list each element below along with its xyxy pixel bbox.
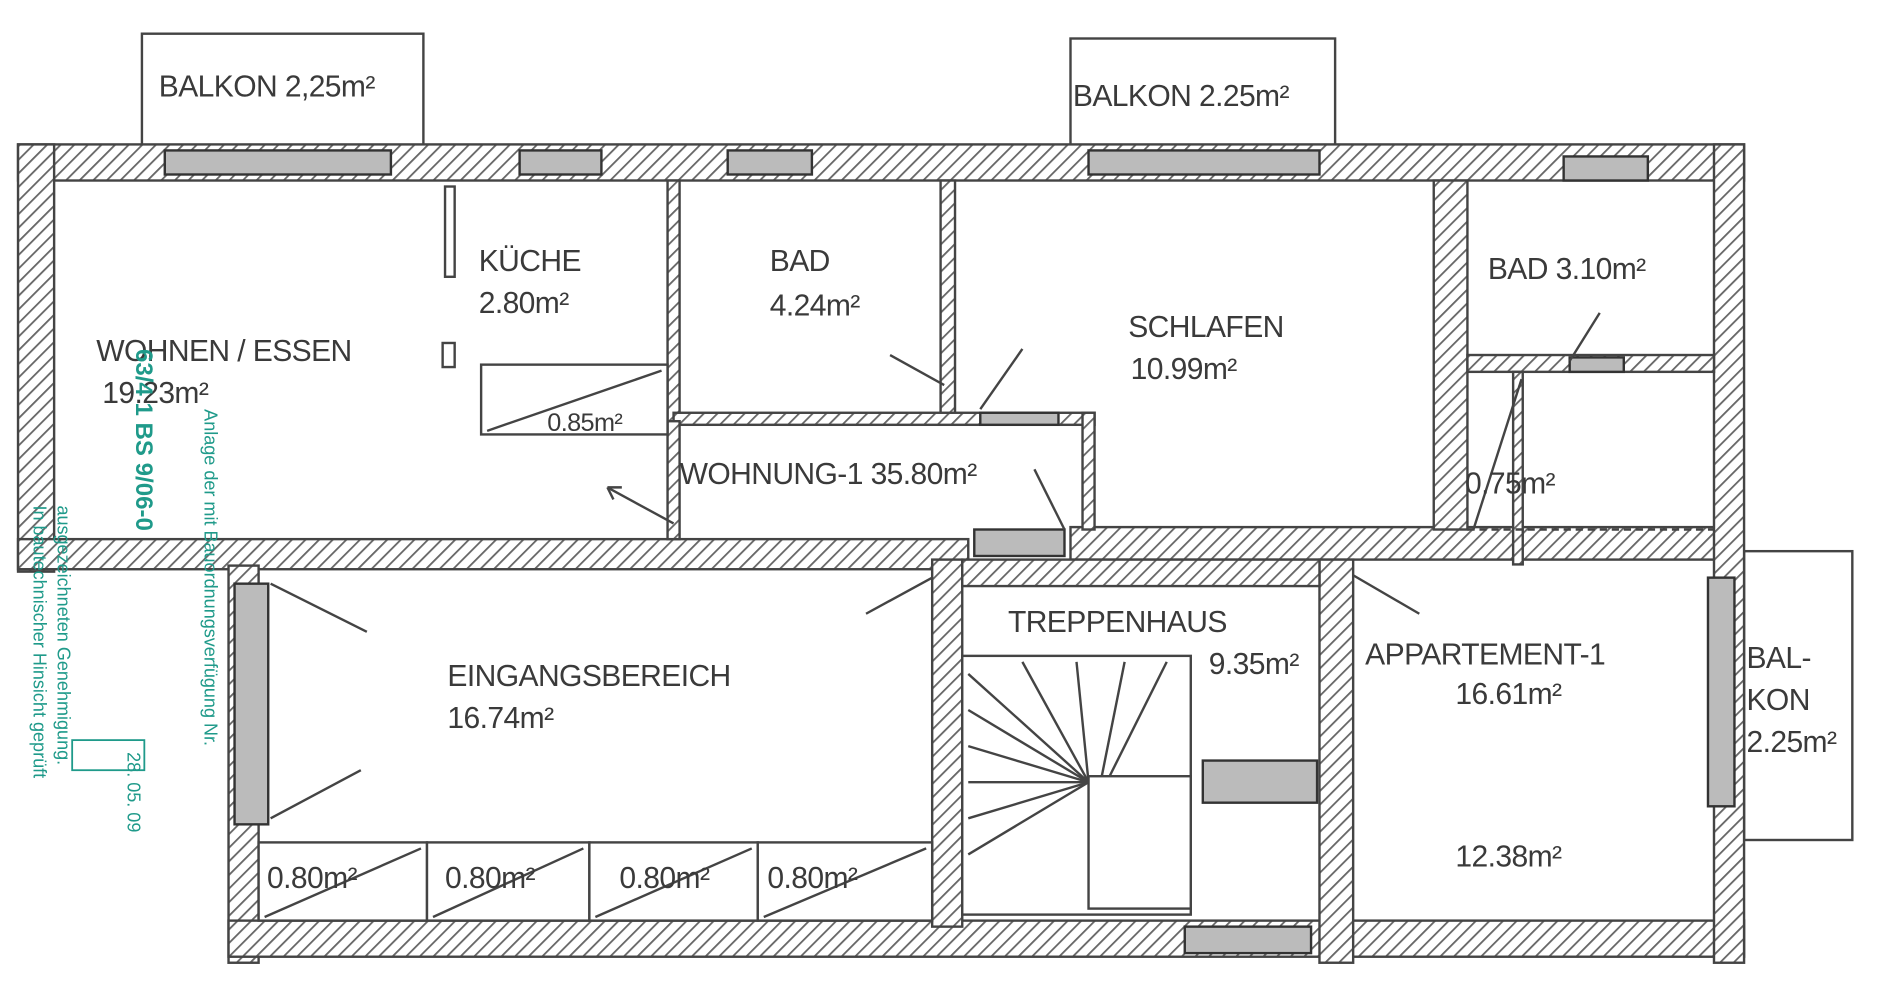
door-arrows (270, 312, 1601, 820)
stamp-line-3: ausgezeichneten Genehmigung. (54, 505, 74, 765)
eingang-label: EINGANGSBEREICH (447, 660, 730, 693)
balcony-2 (1069, 37, 1337, 155)
treppenhaus-label: TREPPENHAUS (1008, 606, 1227, 639)
kueche-area: 2.80m² (479, 287, 570, 320)
stamp-line-4: In bautechnischer Hinsicht geprüft (30, 505, 50, 778)
abstell-area: 0.85m² (547, 409, 622, 437)
schlafen-area: 10.99m² (1131, 353, 1238, 386)
wohnen-area: 19.23m² (102, 377, 209, 410)
balcony-2-label: BALKON 2.25m² (1073, 80, 1290, 113)
treppenhaus-area: 9.35m² (1209, 648, 1300, 681)
wohnen-label: WOHNEN / ESSEN (96, 335, 351, 368)
storage-area-2: 0.80m² (445, 862, 536, 895)
schlafen-label: SCHLAFEN (1128, 311, 1284, 344)
stamp-line-1: Anlage der mit Bauordnungsverfügung Nr. (200, 409, 220, 746)
storage-area-1: 0.80m² (267, 862, 358, 895)
wohnung-label: WOHNUNG-1 35.80m² (680, 458, 978, 491)
storage-area-4: 0.80m² (767, 862, 858, 895)
eingang-area: 16.74m² (447, 702, 554, 735)
approval-stamp: Anlage der mit Bauordnungsverfügung Nr. … (30, 349, 221, 832)
staircase (961, 654, 1192, 916)
bad-1-label: BAD (770, 245, 830, 278)
appartement-sub-area: 12.38m² (1455, 840, 1562, 873)
bad-2-label: BAD 3.10m² (1488, 253, 1646, 286)
stamp-reference: 63/4 1 BS 9/06-0 (130, 349, 157, 531)
balcony-1-label: BALKON 2,25m² (159, 70, 376, 103)
balcony-3-label-2: KON (1746, 684, 1809, 717)
windows (163, 149, 1736, 955)
bad-1-area: 4.24m² (770, 289, 861, 322)
small-room-area: 0.75m² (1465, 467, 1556, 500)
balcony-3 (1742, 549, 1854, 842)
balcony-3-label-1: BAL- (1746, 642, 1810, 675)
appartement-area: 16.61m² (1455, 678, 1562, 711)
storage-area-3: 0.80m² (619, 862, 710, 895)
kueche-label: KÜCHE (479, 245, 581, 278)
appartement-label: APPARTEMENT-1 (1365, 638, 1605, 671)
storage-cells (257, 841, 934, 922)
balcony-3-area: 2.25m² (1746, 726, 1837, 759)
stamp-date: 28. 05. 09 (123, 752, 143, 832)
balcony-1 (140, 32, 425, 149)
